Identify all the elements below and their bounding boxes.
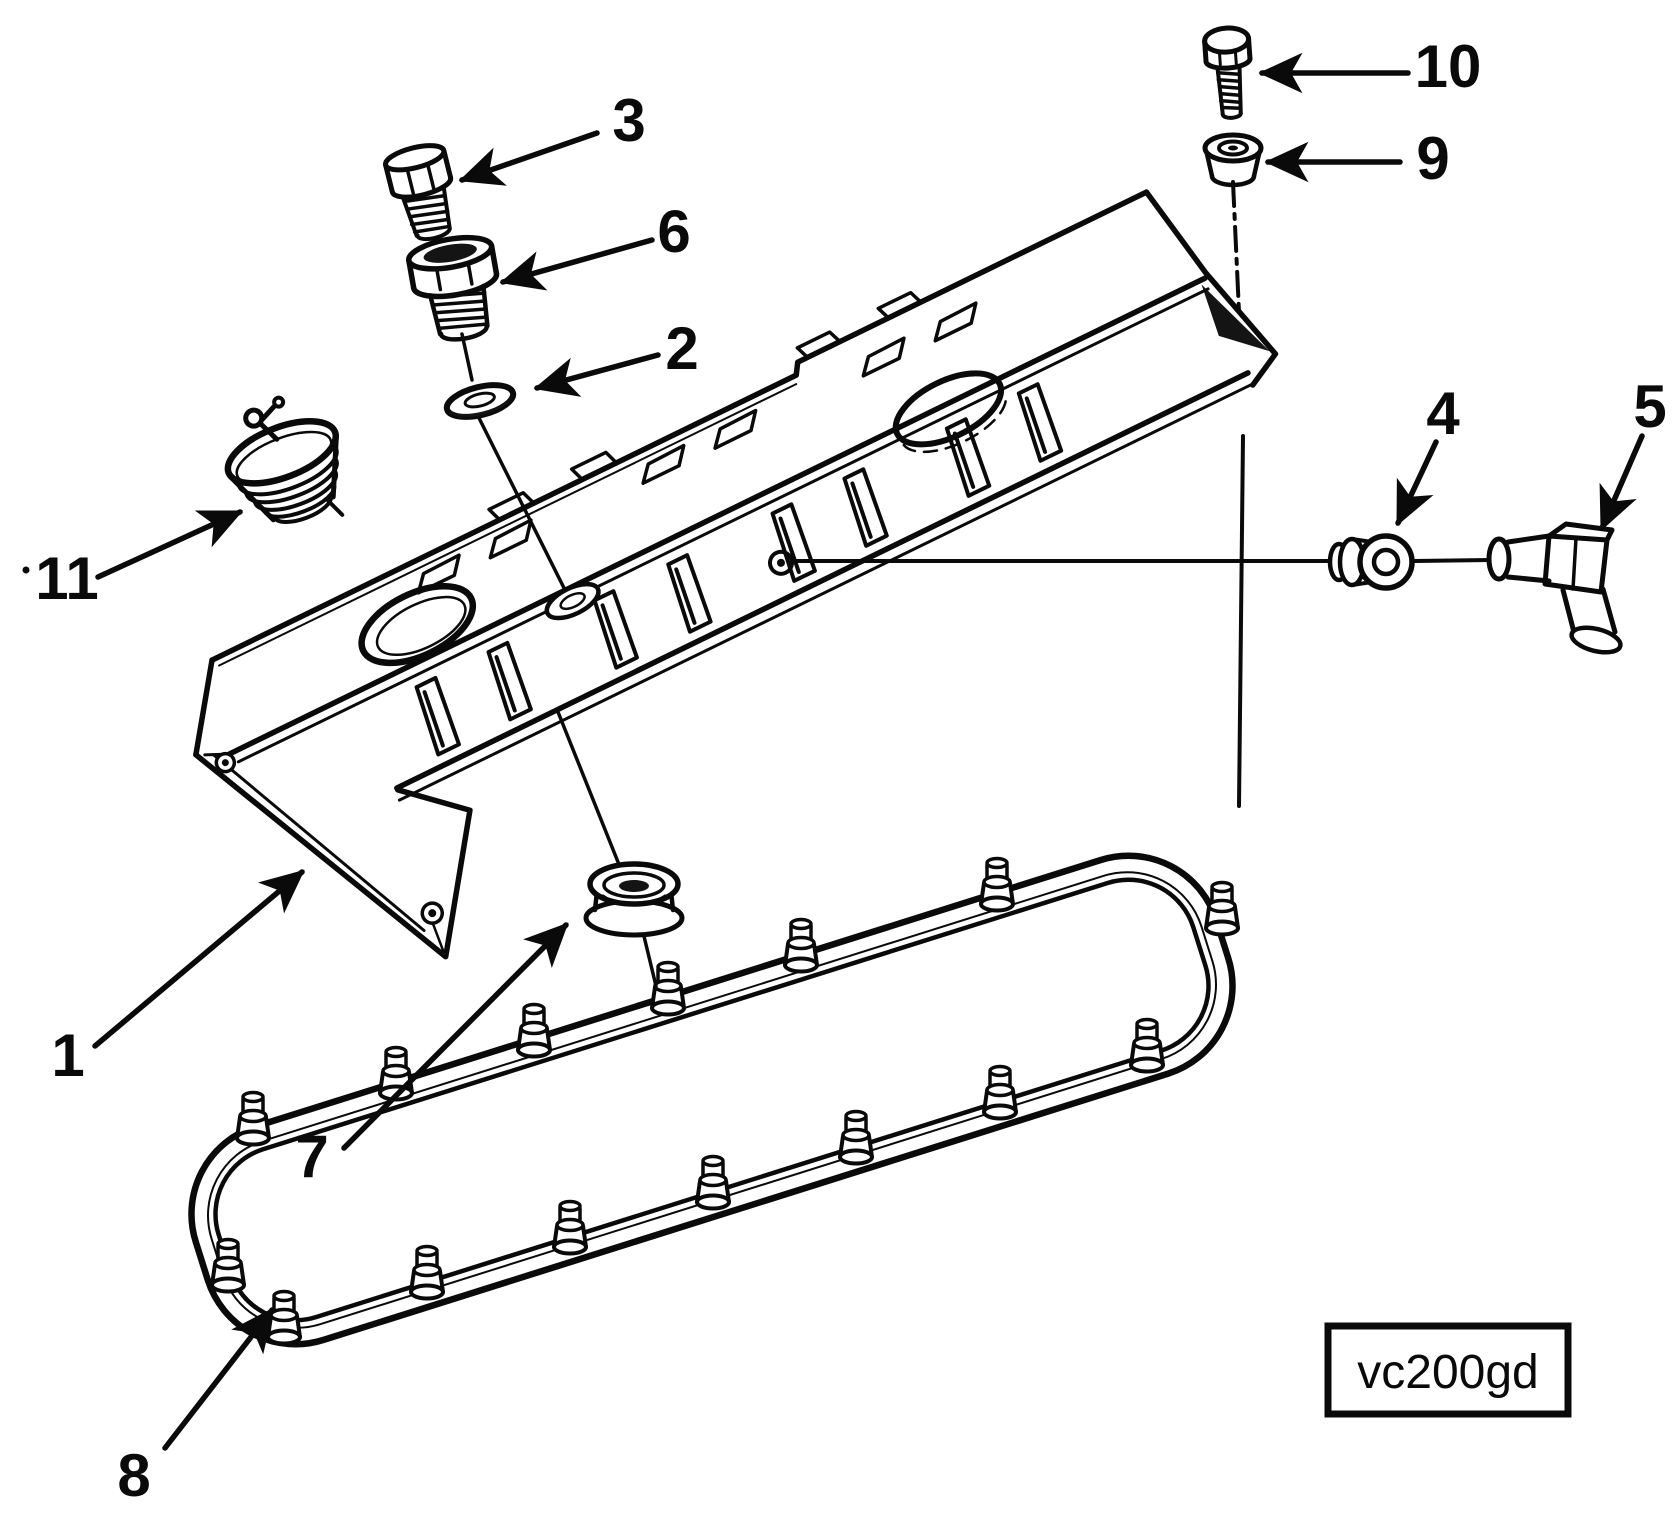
part-breather-cap-drawing bbox=[224, 395, 345, 524]
arrow-11 bbox=[95, 509, 244, 580]
callout-label-10: 10 bbox=[1415, 33, 1482, 100]
callout-label-11: 11 bbox=[35, 545, 98, 612]
callout-label-5: 5 bbox=[1633, 373, 1666, 440]
arrow-2 bbox=[533, 352, 661, 397]
assembly-axis-lines bbox=[460, 180, 1492, 988]
part-flanged-nut-drawing bbox=[583, 861, 685, 938]
callout-label-2: 2 bbox=[665, 315, 698, 382]
arrow-4 bbox=[1395, 439, 1439, 527]
oil-fill-hole-left bbox=[358, 582, 477, 667]
cover-front-slots bbox=[414, 382, 1064, 757]
stray-dot bbox=[22, 566, 30, 574]
arrow-8 bbox=[162, 1307, 275, 1451]
figure-code-box: vc200gd bbox=[1324, 1322, 1572, 1418]
callout-arrows bbox=[92, 52, 1645, 1451]
figure-code-text: vc200gd bbox=[1357, 1346, 1538, 1399]
part-isolator-washer-drawing bbox=[1202, 132, 1264, 188]
arrow-3 bbox=[458, 130, 600, 186]
part-gasket-drawing bbox=[188, 852, 1236, 1348]
callout-label-4: 4 bbox=[1426, 380, 1460, 447]
part-washer-drawing bbox=[443, 382, 517, 420]
callout-label-3: 3 bbox=[612, 87, 645, 154]
arrow-1 bbox=[92, 869, 305, 1049]
part-bolt-drawing bbox=[1202, 25, 1253, 120]
part-threaded-fitting-drawing bbox=[406, 234, 500, 342]
cover-top-slots bbox=[416, 301, 978, 595]
arrow-6 bbox=[499, 237, 655, 291]
arrow-7 bbox=[341, 922, 569, 1151]
part-valve-cover-drawing bbox=[193, 189, 1279, 960]
callout-label-1: 1 bbox=[51, 1022, 84, 1089]
callout-label-9: 9 bbox=[1416, 125, 1449, 192]
part-elbow-fitting-drawing bbox=[1486, 521, 1623, 655]
part-hex-plug-drawing bbox=[383, 143, 454, 242]
callout-label-8: 8 bbox=[117, 1442, 150, 1509]
part-grommet-drawing bbox=[1327, 533, 1415, 591]
bolt-boss-oval bbox=[544, 581, 601, 621]
callout-label-6: 6 bbox=[657, 198, 690, 265]
oil-fill-hole-right bbox=[892, 370, 1005, 448]
callout-label-7: 7 bbox=[295, 1123, 328, 1190]
arrow-5 bbox=[1599, 433, 1645, 532]
